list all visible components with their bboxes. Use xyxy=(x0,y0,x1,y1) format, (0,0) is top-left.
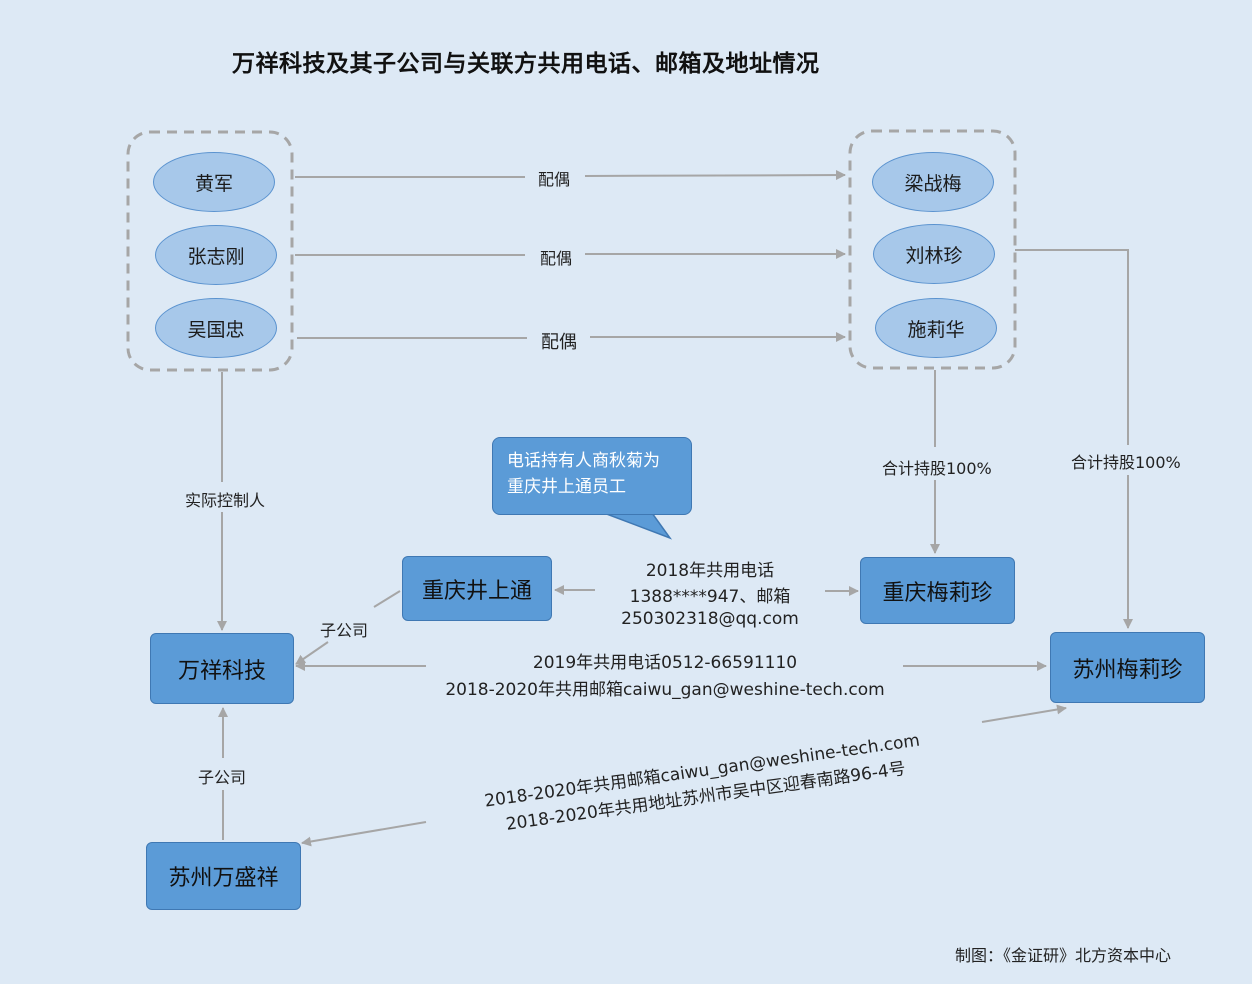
callout-tail xyxy=(603,512,673,540)
spouse-label-3: 配偶 xyxy=(541,332,577,353)
subsidiary-arrow-cq-b xyxy=(295,641,329,665)
share-2018-line3: 250302318@qq.com xyxy=(621,609,799,629)
company-chongqing-jingshangtong: 重庆井上通 xyxy=(402,556,552,621)
person-zhangzhigang: 张志刚 xyxy=(155,225,277,285)
left-person-group xyxy=(126,130,294,372)
company-chongqing-meilizhen: 重庆梅莉珍 xyxy=(860,557,1015,624)
callout-line1: 电话持有人商秋菊为 xyxy=(507,451,660,471)
callout-line2: 重庆井上通员工 xyxy=(507,477,626,497)
subsidiary-label-cq: 子公司 xyxy=(320,621,369,640)
person-wuguozhong: 吴国忠 xyxy=(155,298,277,358)
share-2019-line2: 2018-2020年共用邮箱caiwu_gan@weshine-tech.com xyxy=(445,680,885,700)
actual-controller-label: 实际控制人 xyxy=(185,491,266,510)
person-huangjun: 黄军 xyxy=(153,152,275,212)
holding-arrow-right-a xyxy=(1015,249,1129,445)
share-2018-line1: 2018年共用电话 xyxy=(645,561,775,581)
person-liulinzhen: 刘林珍 xyxy=(873,224,995,284)
share-2019-line1: 2019年共用电话0512-66591110 xyxy=(532,653,798,673)
callout-phone-holder: 电话持有人商秋菊为 重庆井上通员工 xyxy=(492,437,692,515)
spouse-arrow-1b xyxy=(584,170,846,181)
company-suzhou-wanshengxiang: 苏州万盛祥 xyxy=(146,842,301,910)
spouse-label-1: 配偶 xyxy=(538,170,571,189)
subsidiary-label-sz: 子公司 xyxy=(198,768,247,787)
person-shilihua: 施莉华 xyxy=(875,298,997,358)
holding-label-left: 合计持股100% xyxy=(882,459,992,478)
page-title: 万祥科技及其子公司与关联方共用电话、邮箱及地址情况 xyxy=(232,51,820,77)
company-wanxiang: 万祥科技 xyxy=(150,633,294,704)
subsidiary-arrow-cq-a xyxy=(373,590,401,608)
holding-label-right: 合计持股100% xyxy=(1071,453,1181,472)
right-person-group xyxy=(848,129,1017,370)
spouse-label-2: 配偶 xyxy=(540,249,573,268)
company-suzhou-meilizhen: 苏州梅莉珍 xyxy=(1050,632,1205,703)
share-sz-arrow-right xyxy=(981,704,1067,723)
person-liangzhanmei: 梁战梅 xyxy=(872,152,994,212)
credit-text: 制图：《金证研》北方资本中心 xyxy=(955,946,1172,965)
share-sz-arrow-left xyxy=(301,821,427,847)
share-2018-line2: 1388****947、邮箱 xyxy=(629,587,791,607)
